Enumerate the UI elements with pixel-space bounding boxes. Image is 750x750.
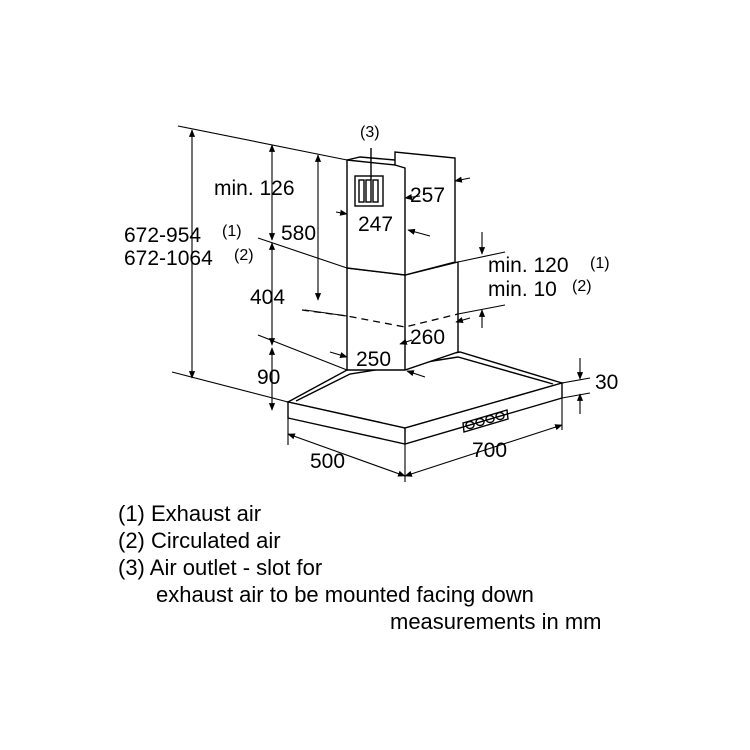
label-30: 30: [595, 371, 618, 394]
label-260: 260: [410, 326, 445, 349]
label-580: 580: [281, 222, 316, 245]
label-500: 500: [310, 450, 345, 473]
label-257: 257: [410, 184, 445, 207]
dimension-lines: [171, 125, 591, 482]
legend-item-circulated-air: (2) Circulated air: [118, 528, 281, 553]
units-note: measurements in mm: [390, 609, 602, 634]
label-total-height-exhaust-ref: (1): [222, 223, 242, 240]
label-min-10-ref: (2): [572, 278, 592, 295]
label-404: 404: [250, 286, 285, 309]
label-90: 90: [257, 366, 280, 389]
upper-chimney: [346, 151, 456, 276]
label-min-126: min. 126: [214, 177, 295, 200]
label-247: 247: [358, 213, 393, 236]
legend-item-air-outlet-detail: exhaust air to be mounted facing down: [156, 582, 534, 607]
legend: (1) Exhaust air (2) Circulated air (3) A…: [118, 500, 638, 635]
legend-item-air-outlet: (3) Air outlet - slot for: [118, 555, 323, 580]
label-outlet-ref: (3): [360, 124, 380, 141]
air-outlet-slot: [354, 148, 384, 207]
label-total-height-exhaust: 672-954: [124, 224, 201, 247]
hood-outline: [286, 148, 565, 445]
dimension-labels: (3) min. 126 580 672-954 (1) 672-1064 (2…: [124, 124, 618, 473]
label-total-height-circulated-ref: (2): [234, 247, 254, 264]
min-position-line: [301, 309, 459, 328]
label-min-120-ref: (1): [590, 255, 610, 272]
label-700: 700: [472, 439, 507, 462]
label-total-height-circulated: 672-1064: [124, 247, 213, 270]
label-250: 250: [356, 348, 391, 371]
label-min-10: min. 10: [488, 278, 557, 301]
legend-item-exhaust-air: (1) Exhaust air: [118, 501, 262, 526]
label-min-120: min. 120: [488, 254, 569, 277]
